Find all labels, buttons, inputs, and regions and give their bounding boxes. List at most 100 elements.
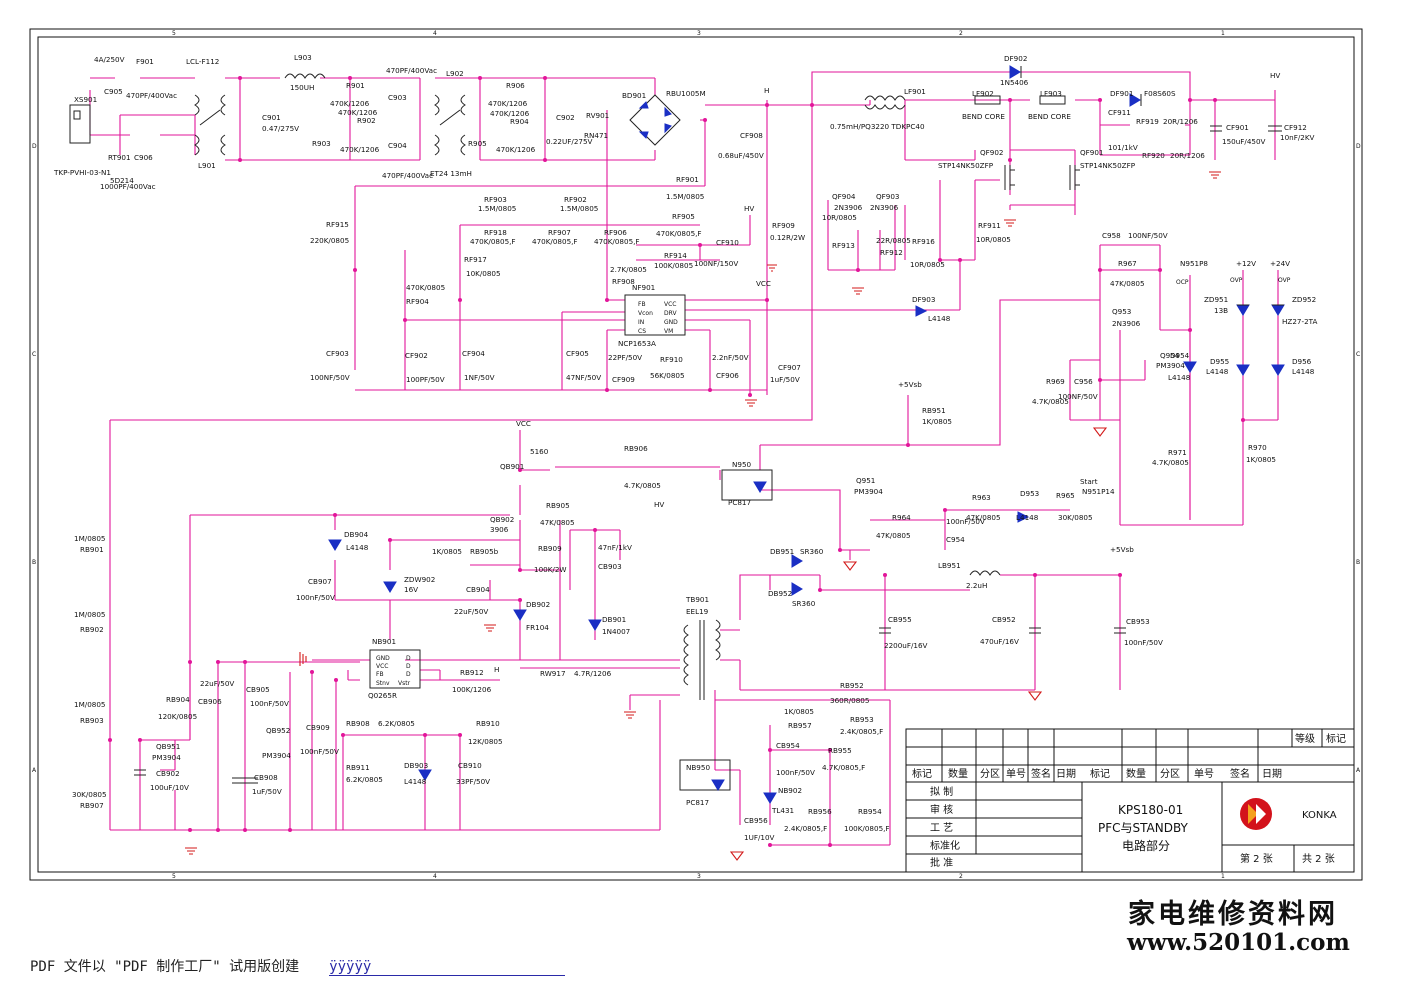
label-bd901-ref: BD901 bbox=[622, 91, 646, 100]
label-rb905b-value: 1K/0805 bbox=[432, 547, 462, 556]
label-r971-value: 4.7K/0805 bbox=[1152, 458, 1189, 467]
pdf-footer-link[interactable]: ÿÿÿÿÿ bbox=[329, 959, 566, 976]
net-ocp: OCP bbox=[1176, 279, 1189, 286]
label-l902-ref: L902 bbox=[446, 69, 464, 78]
label-rb955-ref: RB955 bbox=[828, 746, 852, 755]
title-block: 标记 数量 分区 单号 签名 日期 标记 数量 分区 单号 签名 日期 等级 标… bbox=[905, 728, 1355, 873]
label-r964-ref: R964 bbox=[892, 513, 911, 522]
choke-l902-symbol bbox=[434, 94, 466, 156]
label-qb902-ref: QB902 bbox=[490, 515, 514, 524]
label-rf913-value: 10R/0805 bbox=[822, 213, 857, 222]
label-rb910-ref: RB910 bbox=[476, 719, 500, 728]
label-rb901-value: 1M/0805 bbox=[74, 534, 106, 543]
label-lb951-ref: LB951 bbox=[938, 561, 961, 570]
label-df903-ref: DF903 bbox=[912, 295, 935, 304]
label-qf904-ref: QF904 bbox=[832, 192, 856, 201]
label-rb904-ref: RB904 bbox=[166, 695, 190, 704]
label-rb903-value: 1M/0805 bbox=[74, 700, 106, 709]
label-cf902-value: 100PF/50V bbox=[406, 375, 445, 384]
label-df901-value: F08S60S bbox=[1144, 89, 1176, 98]
label-rb956-value: 2.4K/0805,F bbox=[784, 824, 827, 833]
opto-n950-symbol bbox=[721, 469, 773, 501]
net-hv-1: HV bbox=[1270, 71, 1280, 80]
label-tb901-value: EEL19 bbox=[686, 607, 709, 616]
label-cb907-ref: CB907 bbox=[308, 577, 332, 586]
tb-brand: KONKA bbox=[1302, 810, 1337, 821]
label-lcl-f112: LCL-F112 bbox=[186, 57, 219, 66]
bridge-bd901-symbol bbox=[629, 94, 681, 146]
label-nf901-ref: NF901 bbox=[632, 283, 655, 292]
wiring bbox=[89, 71, 1279, 846]
pdf-footer-note: PDF 文件以 "PDF 制作工厂" 试用版创建 bbox=[30, 959, 300, 975]
label-l903-ref: L903 bbox=[294, 53, 312, 62]
net-n951p8: N951P8 bbox=[1180, 259, 1208, 268]
tb-h-mark-2: 标记 bbox=[1090, 768, 1110, 780]
label-rf908-value: 2.7K/0805 bbox=[610, 265, 647, 274]
label-lf903-ref: LF903 bbox=[1040, 89, 1062, 98]
label-rb905-value: 47K/0805 bbox=[540, 518, 575, 527]
label-c954-ref: C954 bbox=[946, 535, 965, 544]
label-rf910-value: 56K/0805 bbox=[650, 371, 685, 380]
watermark-cn: 家电维修资料网 bbox=[1128, 899, 1338, 930]
label-r903-ref: R903 bbox=[312, 139, 331, 148]
label-db901-value: 1N4007 bbox=[602, 627, 630, 636]
label-rb909-value: 100K/2W bbox=[534, 565, 567, 574]
label-qf901-value: STP14NK50ZFP bbox=[1080, 161, 1136, 170]
zone-bottom-5: 1 bbox=[1221, 873, 1225, 880]
label-rf902-ref: RF902 bbox=[564, 195, 587, 204]
label-r901-ref: R901 bbox=[346, 81, 365, 90]
zone-bottom-3: 3 bbox=[697, 873, 701, 880]
label-nb901-ref: NB901 bbox=[372, 637, 396, 646]
label-rf910-ref: RF910 bbox=[660, 355, 683, 364]
label-rf904-value: 470K/0805 bbox=[406, 283, 445, 292]
label-cb908-ref: CB908 bbox=[254, 773, 278, 782]
label-cf909-ref: CF909 bbox=[612, 375, 635, 384]
label-rf907-ref: RF907 bbox=[548, 228, 571, 237]
label-rb902-value: 1M/0805 bbox=[74, 610, 106, 619]
label-l901-ref: L901 bbox=[198, 161, 216, 170]
label-db902-value: FR104 bbox=[526, 623, 549, 632]
label-cb956-value: 1UF/10V bbox=[744, 833, 775, 842]
label-qf901-ref: QF901 bbox=[1080, 148, 1104, 157]
label-cb956-ref: CB956 bbox=[744, 816, 768, 825]
label-db952-value: SR360 bbox=[792, 599, 816, 608]
label-rb908-ref: RB908 bbox=[346, 719, 370, 728]
net-hv-2: HV bbox=[744, 204, 754, 213]
tb-h-qty-1: 数量 bbox=[948, 767, 968, 780]
label-qf902-value: STP14NK50ZFP bbox=[938, 161, 994, 170]
label-rf911-value: 10R/0805 bbox=[976, 235, 1011, 244]
label-d954-ref: D954 bbox=[1170, 351, 1190, 360]
inductor-lb951-symbol bbox=[969, 570, 1001, 576]
label-cf904-value: 1NF/50V bbox=[464, 373, 495, 382]
label-cb909-ref: CB909 bbox=[306, 723, 330, 732]
label-rf903-ref: RF903 bbox=[484, 195, 507, 204]
zone-left-b: B bbox=[32, 559, 36, 566]
label-lf903-value: BEND CORE bbox=[1028, 112, 1071, 121]
label-db901-ref: DB901 bbox=[602, 615, 626, 624]
tb-h-date-2: 日期 bbox=[1262, 768, 1282, 780]
tb-h-mark-1: 标记 bbox=[912, 768, 932, 780]
ncp-pin-gnd: GND bbox=[664, 319, 678, 326]
label-cf907-value: 1uF/50V bbox=[770, 375, 800, 384]
label-r970-ref: R970 bbox=[1248, 443, 1267, 452]
label-c954-value: 100nF/50V bbox=[946, 517, 985, 526]
label-rf914-ref: RF914 bbox=[664, 251, 687, 260]
label-cf910-ref: CF910 bbox=[716, 238, 739, 247]
zone-left-a: A bbox=[32, 767, 37, 774]
zone-right-c: C bbox=[1356, 351, 1360, 358]
net-n951p14: N951P14 bbox=[1082, 487, 1115, 496]
label-cf912-ref: CF912 bbox=[1284, 123, 1307, 132]
label-c901-ref: C901 bbox=[262, 113, 281, 122]
label-c905-value: 470PF/400Vac bbox=[126, 91, 177, 100]
label-r965-ref: R965 bbox=[1056, 491, 1075, 500]
label-cf905-value: 47NF/50V bbox=[566, 373, 601, 382]
inner-frame bbox=[37, 36, 1355, 873]
label-l903-value: 150UH bbox=[290, 83, 314, 92]
cap-cf901-symbol bbox=[1210, 125, 1222, 132]
label-q954-value: PM3904 bbox=[1156, 361, 1185, 370]
label-d956-ref: D956 bbox=[1292, 357, 1312, 366]
opto-nb950-symbol bbox=[679, 759, 731, 791]
label-cb953-ref: CB953 bbox=[1126, 617, 1150, 626]
zone-bottom-1: 5 bbox=[172, 873, 176, 880]
label-cf902-ref: CF902 bbox=[405, 351, 428, 360]
